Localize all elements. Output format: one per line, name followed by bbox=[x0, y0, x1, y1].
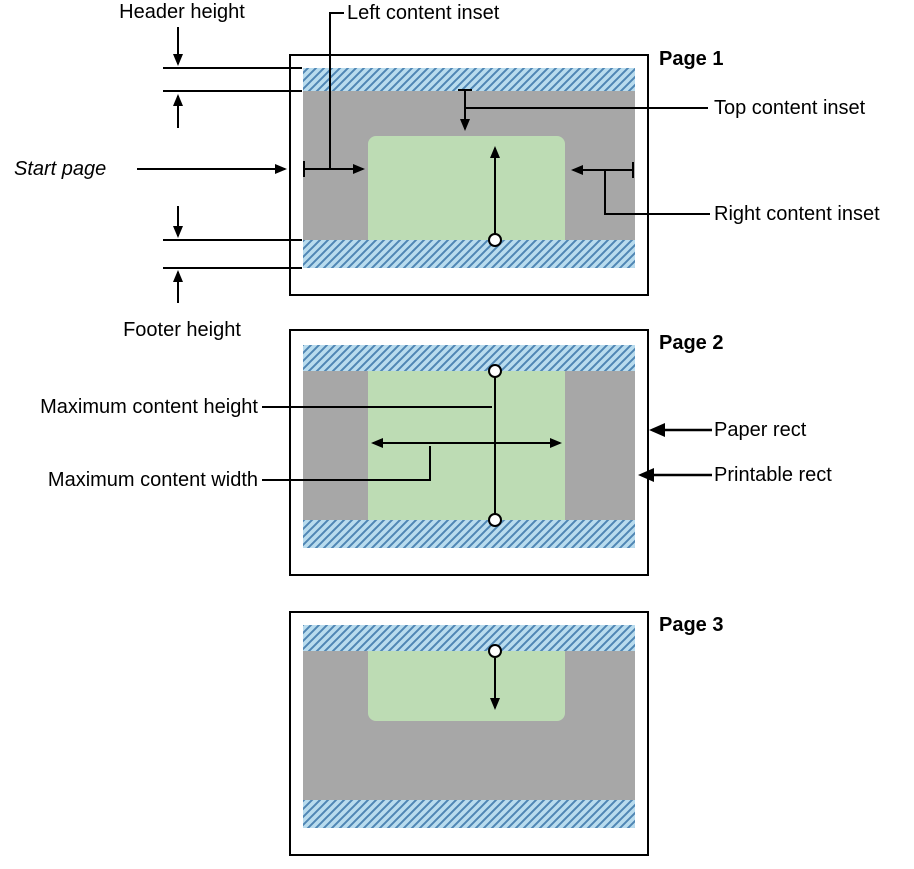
page-1-content-anchor-node bbox=[488, 233, 502, 247]
max-content-height-label: Maximum content height bbox=[40, 396, 258, 418]
page-3-content-anchor-node bbox=[488, 644, 502, 658]
start-page-label: Start page bbox=[14, 158, 107, 180]
right-inset-leader-line bbox=[604, 170, 710, 215]
printable-rect-label: Printable rect bbox=[714, 464, 832, 486]
page-3-content-area bbox=[368, 651, 565, 721]
page-1-content-area bbox=[368, 136, 565, 240]
left-inset-leader-line bbox=[329, 12, 344, 169]
page-2-content-area bbox=[368, 371, 565, 520]
footer-height-label: Footer height bbox=[123, 319, 241, 341]
max-content-width-label: Maximum content width bbox=[47, 469, 258, 491]
top-content-inset-label: Top content inset bbox=[714, 97, 866, 119]
max-height-top-node bbox=[488, 364, 502, 378]
page-1-title: Page 1 bbox=[659, 48, 724, 70]
max-content-width-leader-line bbox=[262, 446, 431, 481]
page-2-title: Page 2 bbox=[659, 332, 724, 354]
page-3-group bbox=[289, 611, 649, 856]
page-2-header-band bbox=[303, 345, 635, 371]
page-1-footer-band bbox=[303, 240, 635, 268]
right-content-inset-label: Right content inset bbox=[714, 203, 880, 225]
left-content-inset-label: Left content inset bbox=[347, 2, 500, 24]
page-3-title: Page 3 bbox=[659, 614, 724, 636]
page-3-footer-band bbox=[303, 800, 635, 828]
max-height-bottom-node bbox=[488, 513, 502, 527]
page-2-group bbox=[262, 329, 712, 576]
header-height-label: Header height bbox=[119, 1, 245, 23]
page-1-header-band bbox=[303, 68, 635, 91]
page-3-header-band bbox=[303, 625, 635, 651]
paper-rect-label: Paper rect bbox=[714, 419, 807, 441]
page-1-group bbox=[137, 12, 710, 303]
page-2-footer-band bbox=[303, 520, 635, 548]
